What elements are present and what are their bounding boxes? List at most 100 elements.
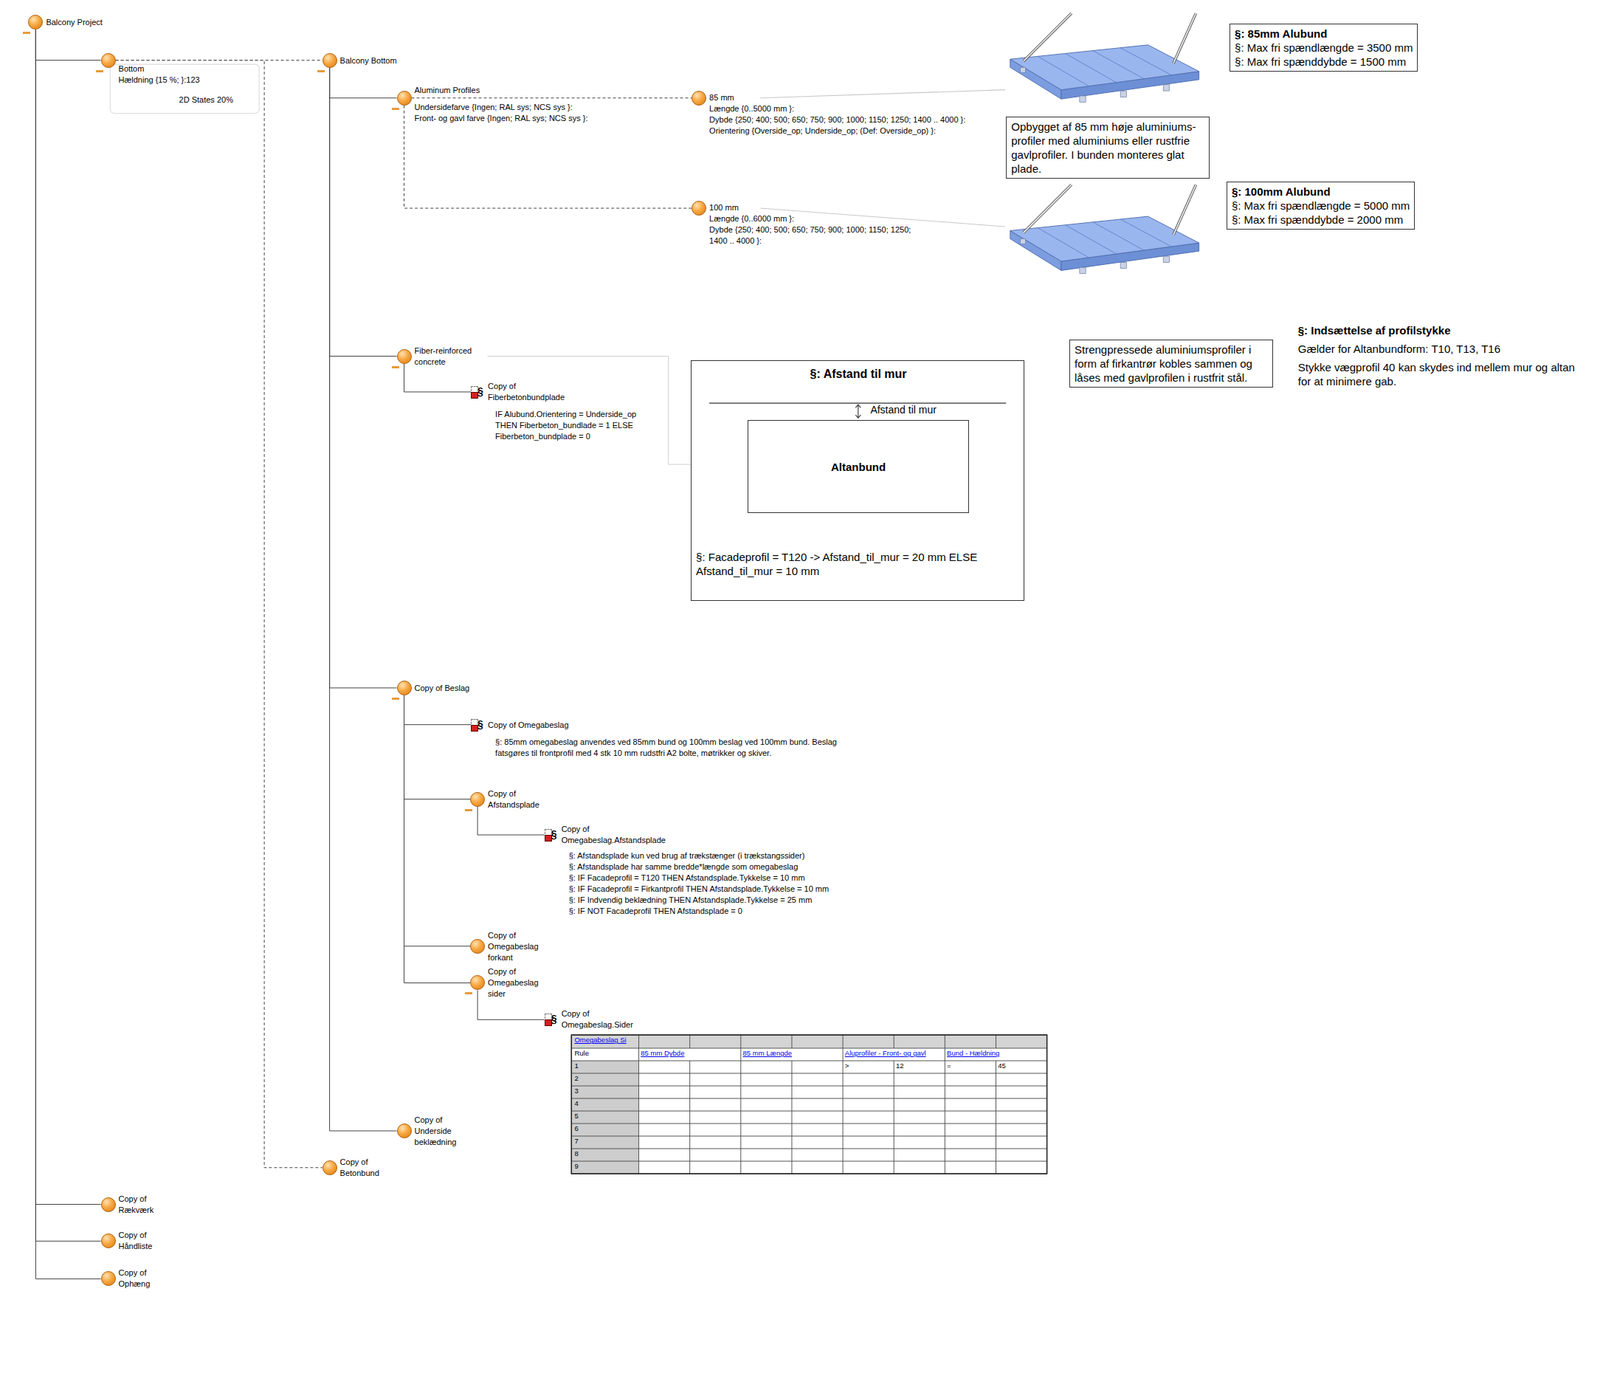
node-circle [101, 1270, 116, 1286]
rule-symbol: § [551, 828, 558, 840]
node-label: Balcony Bottom [340, 55, 398, 67]
tree-connector [411, 97, 693, 99]
rule-icon: § [470, 385, 486, 398]
node-label: Fiber-reinforced concrete [414, 345, 485, 368]
tree-connector [404, 695, 471, 984]
tree-node: Copy of Beslag [397, 680, 471, 694]
note-text: Stykke vægprofil 40 kan skydes ind melle… [1298, 360, 1590, 389]
tree-node: Copy of Underside beklædning [397, 1123, 468, 1148]
node-attribute: Længde {0..6000 mm }: [709, 213, 913, 225]
tree-connector [329, 67, 398, 688]
rule-node: §Copy of Omegabeslag.Afstandsplade§: Afs… [543, 827, 830, 917]
node-label: Copy of Omegabeslag forkant [487, 929, 541, 964]
rule-node: §Copy of Omegabeslag.Sider [543, 1011, 643, 1031]
node-attribute: §: IF NOT Facadeprofil THEN Afstandsplad… [569, 905, 830, 917]
tree-connector [115, 60, 323, 1168]
tree-connector [329, 67, 398, 99]
rule-icon-mark [544, 834, 553, 842]
table-cell: Aluprofiler - Front- og gavl [845, 1048, 927, 1058]
node-attribute: IF Alubund.Orientering = Underside_op TH… [495, 408, 658, 443]
rule-symbol: § [477, 385, 484, 398]
rule-symbol: § [477, 718, 484, 730]
tree-connector [329, 67, 398, 1131]
rule-icon-mark [544, 1019, 553, 1026]
node-attribute: §: IF Facadeprofil = T120 THEN Afstandsp… [569, 872, 830, 884]
tree-connector [35, 29, 101, 60]
table-cell: Omegabeslag Si [574, 1035, 626, 1045]
note-box: Strengpressede aluminiumsprofiler i form… [1069, 339, 1274, 388]
node-text: Copy of Omegabeslag.Afstandsplade§: Afst… [561, 823, 830, 917]
figure-text: Altanbund [830, 460, 886, 474]
table-cell: 3 [574, 1086, 578, 1096]
node-text: Copy of Omegabeslag§: 85mm omegabeslag a… [487, 719, 865, 759]
node-attribute: Front- og gavl farve {Ingen; RAL sys; NC… [414, 112, 589, 124]
tree-connector [329, 67, 398, 357]
node-text: Copy of Omegabeslag forkant [487, 929, 541, 964]
tree-connector [487, 356, 692, 465]
node-text: Copy of Ophæng [118, 1267, 165, 1290]
box-text: §: Max fri spændlængde = 5000 mm [1231, 198, 1410, 213]
node-circle [470, 938, 485, 954]
box-heading: §: 100mm Alubund [1231, 184, 1410, 199]
tree-node: Copy of Afstandsplade [470, 791, 551, 811]
table-cell: 6 [574, 1123, 578, 1133]
rule-icon: § [544, 1013, 560, 1026]
tree-connector [477, 989, 545, 1020]
node-attribute: §: IF Indvendig beklædning THEN Afstands… [569, 894, 830, 906]
dimension-label: Afstand til mur [870, 404, 936, 416]
tree-connector [35, 29, 101, 1204]
node-label: Copy of Omegabeslag [487, 719, 865, 731]
node-text: Copy of Betonbund [340, 1156, 386, 1179]
node-text: Copy of Omegabeslag.Sider [561, 1008, 643, 1031]
box-text: §: Max fri spænddybde = 2000 mm [1231, 212, 1410, 227]
tree-node: Balcony Project [28, 14, 102, 29]
node-text: Copy of Fiberbetonbundplade IF Alubund.Or… [487, 380, 658, 443]
node-text: Copy of Beslag [414, 682, 471, 694]
node-attribute: Dybde {250; 400; 500; 650; 750; 900; 100… [709, 224, 913, 247]
node-circle [691, 90, 707, 106]
node-attribute: §: IF Facadeprofil = Firkantprofil THEN … [569, 883, 830, 895]
node-label: Aluminum Profiles [414, 84, 589, 96]
tree-node: Aluminum ProfilesUndersidefarve {Ingen; … [397, 90, 589, 124]
node-circle [101, 1233, 116, 1248]
table-cell: 85 mm Dybde [640, 1048, 685, 1058]
table-cell: 1 [574, 1061, 578, 1071]
tree-node: Fiber-reinforced concrete [397, 349, 485, 368]
note-heading: §: Indsættelse af profilstykke [1298, 323, 1451, 338]
collapse-mark [391, 697, 400, 700]
table-cell: 9 [574, 1161, 578, 1171]
node-circle [101, 1197, 116, 1212]
node-label: Copy of Fiberbetonbundplade [487, 380, 570, 403]
tree-node: Copy of Omegabeslag forkant [470, 938, 541, 964]
node-label: Bottom [118, 63, 234, 75]
tree-connector [404, 695, 471, 947]
node-attribute: 2D States 20% [179, 94, 234, 106]
tree-connector [35, 29, 101, 1279]
table-cell: Bund - Hældning [946, 1048, 1000, 1058]
note-box: Opbygget af 85 mm høje aluminiums-profil… [1005, 116, 1210, 179]
collapse-mark [464, 991, 473, 995]
table-cell: 12 [895, 1061, 905, 1071]
tree-node: Copy of Rækværk [101, 1197, 165, 1216]
tree-connector [35, 29, 101, 1241]
tree-connector [404, 695, 471, 800]
node-circle [322, 53, 338, 68]
decision-table [571, 1034, 1047, 1174]
table-cell: 85 mm Længde [743, 1048, 793, 1058]
tree-node: 85 mmLængde {0..5000 mm }:Dybde {250; 40… [691, 90, 966, 137]
node-text: Aluminum ProfilesUndersidefarve {Ingen; … [414, 84, 589, 124]
node-circle [101, 53, 116, 68]
table-cell: 4 [574, 1098, 578, 1108]
node-attribute: Hældning {15 %; }:123 [118, 74, 234, 86]
tree-node: BottomHældning {15 %; }:123 2D States 20% [101, 53, 234, 106]
node-label: 85 mm [709, 92, 966, 104]
rule-icon: § [470, 718, 486, 731]
tree-connector [404, 363, 472, 392]
node-text: Copy of Håndliste [118, 1229, 165, 1252]
collapse-mark [22, 31, 31, 34]
box-text: §: Max fri spænddybde = 1500 mm [1234, 54, 1413, 69]
node-label: Copy of Afstandsplade [487, 788, 551, 811]
node-text: 85 mmLængde {0..5000 mm }:Dybde {250; 40… [709, 92, 966, 137]
box-text: Opbygget af 85 mm høje aluminiums-profil… [1011, 119, 1205, 176]
tree-node: Copy of Ophæng [101, 1270, 165, 1290]
